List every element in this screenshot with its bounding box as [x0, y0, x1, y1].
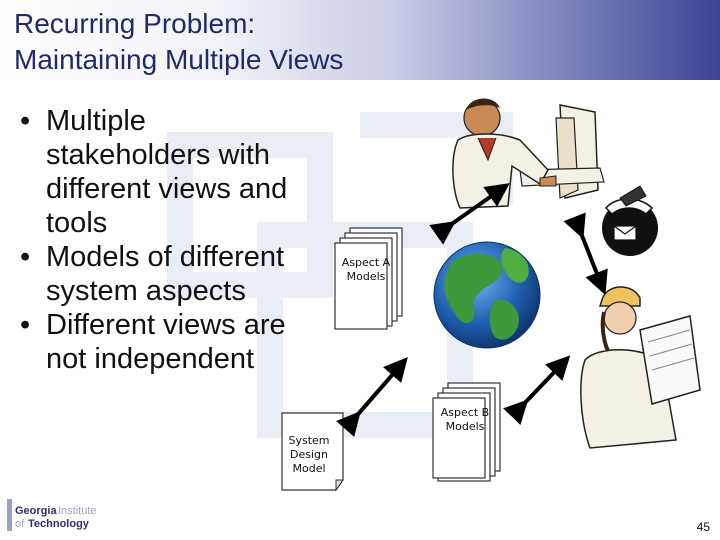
system-design-label: System Design Model	[288, 434, 330, 475]
telephone-icon	[602, 185, 658, 256]
svg-text:of: of	[15, 518, 25, 530]
bullet-list: Multiple stakeholders with different vie…	[20, 104, 290, 376]
svg-text:Institute: Institute	[58, 505, 97, 517]
system-design-document-icon	[281, 412, 344, 492]
bullet-item: Models of different system aspects	[20, 240, 290, 308]
page-number: 45	[696, 520, 710, 534]
aspect-a-document-stack-icon	[334, 227, 403, 330]
svg-text:Technology: Technology	[28, 518, 90, 530]
bullet-item: Different views are not independent	[20, 308, 290, 376]
title-band	[0, 0, 720, 80]
title-line-1: Recurring Problem:	[14, 8, 256, 39]
svg-text:Georgia: Georgia	[15, 505, 57, 517]
slide-title: Recurring Problem: Maintaining Multiple …	[14, 6, 343, 78]
engineer-with-blueprints-icon	[580, 286, 701, 449]
aspect-a-label: Aspect A Models	[341, 256, 391, 283]
aspect-b-label: Aspect B Models	[440, 406, 490, 433]
title-line-2: Maintaining Multiple Views	[14, 44, 344, 75]
globe-icon	[433, 241, 541, 349]
businessman-at-computer-icon	[452, 98, 605, 209]
georgia-tech-logo-icon: Georgia Institute of Technology	[7, 499, 97, 531]
aspect-b-document-stack-icon	[432, 382, 501, 482]
bullet-item: Multiple stakeholders with different vie…	[20, 104, 290, 240]
double-arrow-icon	[336, 183, 608, 437]
